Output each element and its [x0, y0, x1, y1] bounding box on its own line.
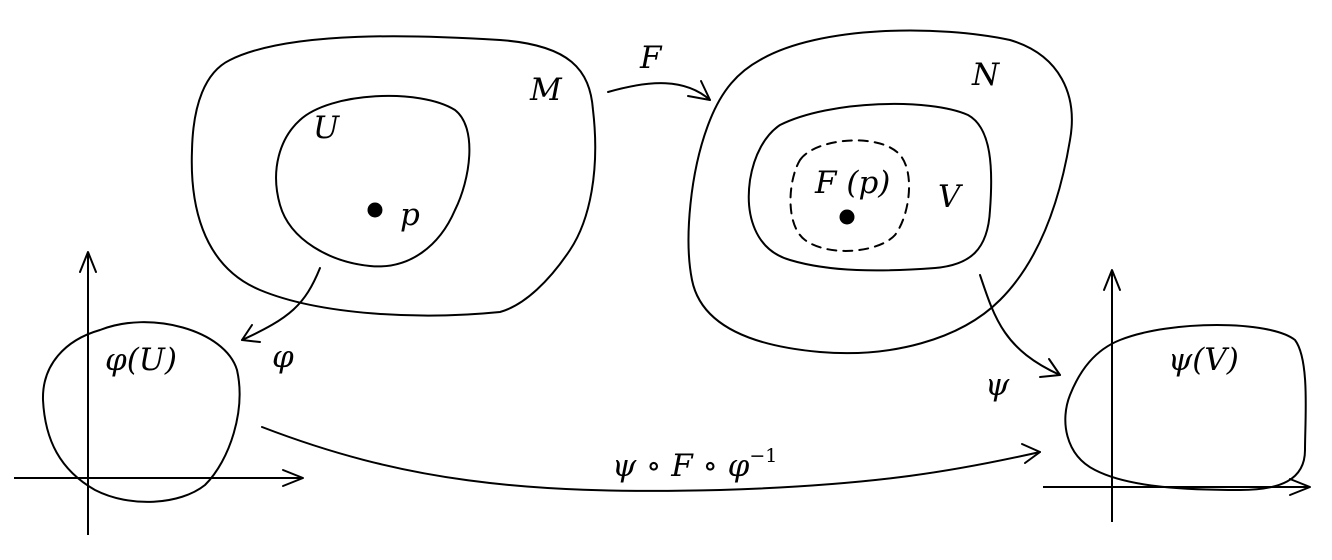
transition-map-exponent: −1: [749, 445, 777, 467]
point-F-p: [839, 209, 855, 225]
label-U: U: [313, 110, 340, 146]
right-y-axis-arrowhead: [1103, 269, 1121, 291]
manifold-N-boundary: [687, 29, 1073, 355]
label-phi-of-U: φ(U): [105, 342, 177, 378]
label-V: V: [938, 179, 964, 215]
manifold-M-boundary: [190, 35, 597, 317]
label-p: p: [400, 197, 420, 233]
chart-image-psi-V-boundary: [1064, 324, 1307, 491]
arrow-phi: [241, 267, 321, 341]
label-phi: φ: [272, 339, 294, 375]
label-N: N: [971, 57, 1001, 93]
label-M: M: [529, 72, 563, 108]
left-x-axis-arrowhead: [282, 469, 304, 487]
label-F-of-p: F (p): [814, 165, 890, 201]
chart-image-phi-U-boundary: [41, 321, 241, 503]
arrow-F: [607, 82, 711, 101]
open-set-V-boundary: [747, 102, 993, 272]
label-psi-of-V: ψ(V): [1168, 342, 1239, 378]
point-p: [367, 202, 383, 218]
open-set-U-boundary: [275, 94, 471, 268]
arrowhead-F: [687, 80, 711, 101]
arrow-transition-map: [261, 426, 1041, 492]
transition-map-base: ψ ∘ F ∘ φ: [612, 448, 750, 484]
arrowhead-psi: [1039, 358, 1061, 378]
arrow-psi: [979, 274, 1061, 376]
label-transition-map: ψ ∘ F ∘ φ−1: [612, 445, 777, 484]
label-psi: ψ: [985, 367, 1010, 403]
arrowhead-transition-map: [1021, 443, 1041, 464]
left-y-axis-arrowhead: [79, 251, 97, 273]
dashed-neighborhood-F-p: [789, 139, 911, 252]
right-x-axis-arrowhead: [1289, 478, 1311, 496]
arrowhead-phi: [241, 324, 261, 343]
label-F: F: [639, 40, 663, 76]
